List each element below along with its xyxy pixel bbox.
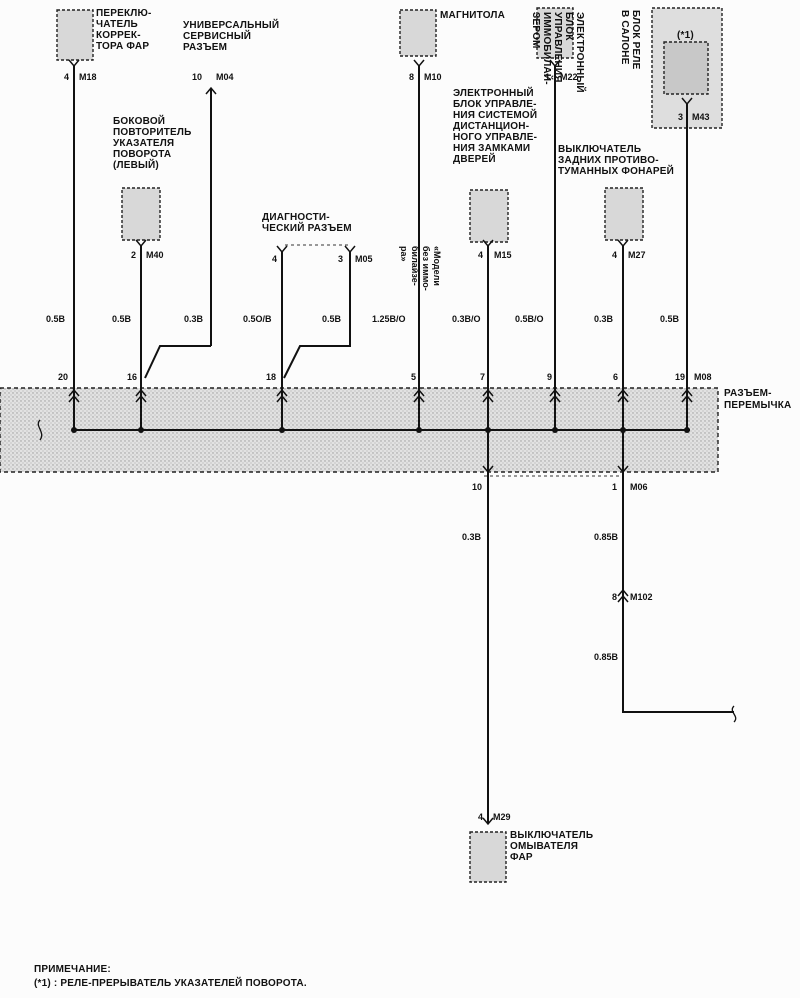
splice-dots: [71, 427, 690, 433]
side-repeater-box: [121, 187, 161, 241]
wire-label-8: 0.5B/O: [515, 314, 544, 324]
pin-m27: 4: [612, 250, 617, 260]
wire-label-10: 0.5B: [660, 314, 680, 324]
connector-m10: M10: [424, 72, 442, 82]
pin-m102: 8: [612, 592, 617, 602]
connector-m06: M06: [630, 482, 648, 492]
wire-label-2: 0.5B: [112, 314, 132, 324]
pin-m18: 4: [64, 72, 69, 82]
pin-m15: 4: [478, 250, 483, 260]
pin-j1: 1: [612, 482, 617, 492]
pin-m04: 10: [192, 72, 202, 82]
pin-m10: 8: [409, 72, 414, 82]
connector-m05: M05: [355, 254, 373, 264]
jumper-connector: [0, 387, 719, 477]
connector-m40: M40: [146, 250, 164, 260]
wire-label-13: 0.85B: [594, 652, 619, 662]
pin-j19: 19: [675, 372, 685, 382]
pin-m40: 2: [131, 250, 136, 260]
wire-label-12: 0.85B: [594, 532, 619, 542]
pin-j18: 18: [266, 372, 276, 382]
washer-switch-box: [469, 831, 507, 883]
connector-m29: M29: [493, 812, 511, 822]
note-line-1: (*1) : РЕЛЕ-ПРЕРЫВАТЕЛЬ УКАЗАТЕЛЕЙ ПОВОР…: [34, 976, 307, 989]
pin-m05b: 3: [338, 254, 343, 264]
wire-label-5: 0.5B: [322, 314, 342, 324]
immobilizer-label: ЭЛЕКТРОННЫЙБЛОКУПРАВЛЕНИЯИММОБИЛАЙ-ЗЕРОМ: [530, 12, 587, 93]
pin-j9: 9: [547, 372, 552, 382]
wire-label-7: 0.3B/O: [452, 314, 481, 324]
relay-note: (*1): [677, 30, 694, 41]
pin-j6: 6: [613, 372, 618, 382]
relay-box-label: БЛОК РЕЛЕВ САЛОНЕ: [619, 10, 641, 70]
door-lock-note: «Моделибез иммо-билайзе-ра»: [399, 246, 442, 291]
pin-j20: 20: [58, 372, 68, 382]
relay-box-inner: [663, 41, 709, 95]
wire-label-3: 0.3B: [184, 314, 204, 324]
pin-m05a: 4: [272, 254, 277, 264]
pin-m22: 1: [545, 72, 550, 82]
wire-label-1: 0.5B: [46, 314, 66, 324]
connector-m27: M27: [628, 250, 646, 260]
note-title: ПРИМЕЧАНИЕ:: [34, 964, 111, 975]
radio-label: МАГНИТОЛА: [440, 10, 505, 21]
wire-label-6: 1.25B/O: [372, 314, 406, 324]
pin-m29: 4: [478, 812, 483, 822]
pin-j10: 10: [472, 482, 482, 492]
connector-m102: M102: [630, 592, 653, 602]
connector-m22: M22: [560, 72, 578, 82]
jumper-label: РАЗЪЕМ-ПЕРЕМЫЧКА: [724, 388, 791, 411]
radio-box: [399, 9, 437, 57]
connector-m18: M18: [79, 72, 97, 82]
connector-m15: M15: [494, 250, 512, 260]
connector-m43: M43: [692, 112, 710, 122]
pin-j16: 16: [127, 372, 137, 382]
connector-m04: M04: [216, 72, 234, 82]
diag-connector-label: ДИАГНОСТИ-ЧЕСКИЙ РАЗЪЕМ: [262, 212, 352, 234]
door-lock-unit-box: [469, 189, 509, 243]
wire-label-11: 0.3B: [462, 532, 482, 542]
wire-label-4: 0.5O/B: [243, 314, 272, 324]
rear-fog-switch-box: [604, 187, 644, 241]
pin-j5: 5: [411, 372, 416, 382]
pin-m43: 3: [678, 112, 683, 122]
headlamp-switch-box: [56, 9, 94, 61]
pin-j7: 7: [480, 372, 485, 382]
wires: [73, 66, 737, 824]
immobilizer-box: [536, 7, 574, 59]
pin-markers: [68, 59, 693, 826]
connector-m08: M08: [694, 372, 712, 382]
wire-label-9: 0.3B: [594, 314, 614, 324]
